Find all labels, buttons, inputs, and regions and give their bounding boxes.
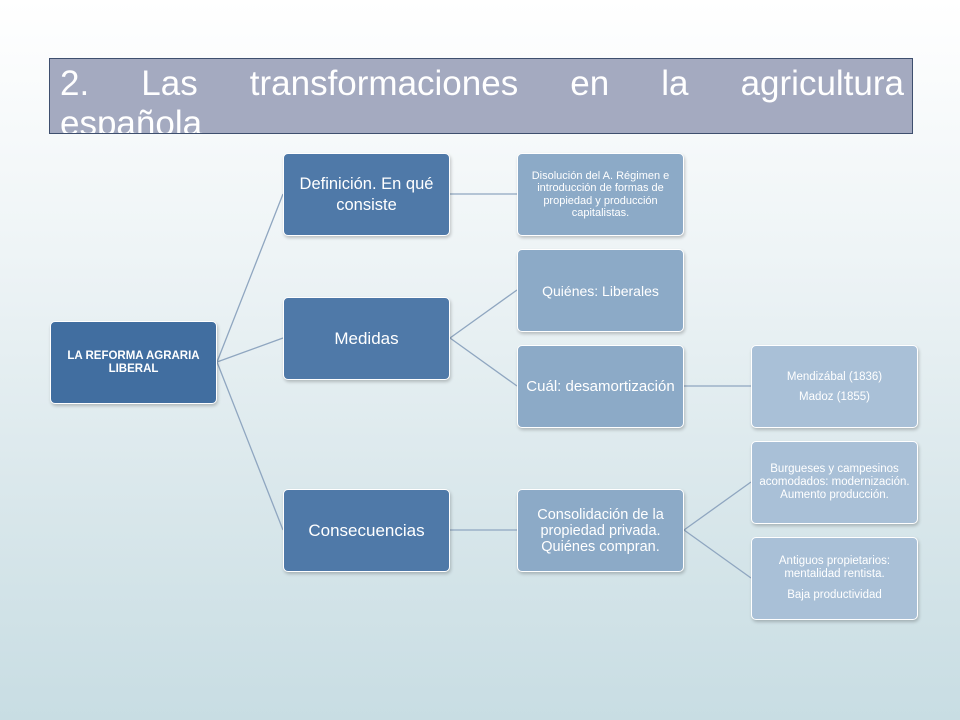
connector-root-definicion: [216, 193, 284, 363]
slide-title-line2: española: [60, 104, 203, 134]
connector-consolidacion-burgueses: [683, 481, 752, 531]
node-cual: Cuál: desamortización: [517, 345, 684, 428]
node-consolidacion-label: Consolidación de la propiedad privada. Q…: [537, 506, 664, 555]
node-medidas: Medidas: [283, 297, 450, 380]
connector-medidas-quienes: [449, 289, 518, 339]
node-definicion-detail-label: Disolución del A. Régimen e introducción…: [531, 169, 670, 220]
connector-root-consecuencias: [216, 361, 284, 531]
node-desamortizaciones: Mendizábal (1836) Madoz (1855): [751, 345, 918, 428]
slide-title: 2. Las transformaciones en la agricultur…: [60, 64, 904, 134]
node-burgueses-label: Burgueses y campesinos acomodados: moder…: [759, 463, 910, 501]
node-cual-label: Cuál: desamortización: [526, 377, 675, 395]
node-consolidacion: Consolidación de la propiedad privada. Q…: [517, 489, 684, 572]
node-baja-label: Baja productividad: [787, 589, 882, 601]
node-quienes-label: Quiénes: Liberales: [542, 282, 659, 299]
connector-consolidacion-antiguos: [683, 529, 752, 579]
slide-title-line1: 2. Las transformaciones en la agricultur…: [60, 64, 904, 103]
node-antiguos: Antiguos propietarios: mentalidad rentis…: [751, 537, 918, 620]
node-mendizabal-label: Mendizábal (1836): [786, 370, 883, 383]
node-definicion: Definición. En qué consiste: [283, 153, 450, 236]
node-antiguos-label: Antiguos propietarios: mentalidad rentis…: [778, 555, 891, 580]
node-definicion-detail: Disolución del A. Régimen e introducción…: [517, 153, 684, 236]
node-burgueses: Burgueses y campesinos acomodados: moder…: [751, 441, 918, 524]
node-consecuencias-label: Consecuencias: [308, 520, 425, 540]
node-madoz-label: Madoz (1855): [799, 390, 870, 403]
connector-root-medidas: [216, 337, 284, 363]
node-root-label: LA REFORMA AGRARIA LIBERAL: [67, 349, 200, 375]
title-bar: 2. Las transformaciones en la agricultur…: [49, 58, 913, 134]
node-medidas-label: Medidas: [334, 328, 399, 348]
node-definicion-label: Definición. En qué consiste: [299, 174, 434, 214]
node-root: LA REFORMA AGRARIA LIBERAL: [50, 321, 217, 404]
node-quienes: Quiénes: Liberales: [517, 249, 684, 332]
node-consecuencias: Consecuencias: [283, 489, 450, 572]
connector-medidas-cual: [449, 337, 518, 387]
